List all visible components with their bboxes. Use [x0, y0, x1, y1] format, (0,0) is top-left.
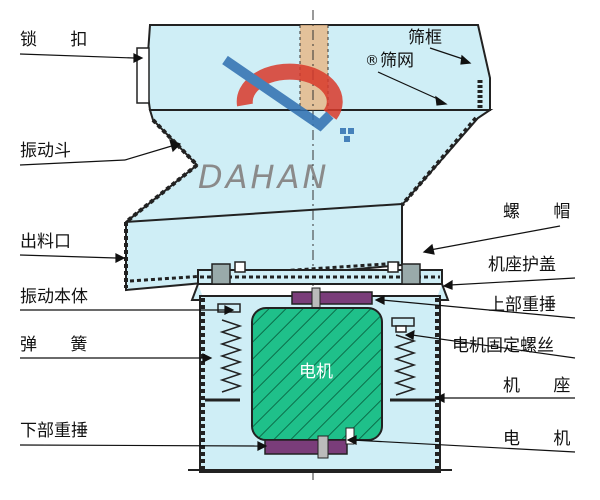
vibration-hopper — [125, 109, 494, 292]
label-nut-cap: 螺 帽 — [503, 202, 585, 222]
leader-lines — [19, 47, 576, 453]
label-screen-mesh: 筛网 — [380, 51, 414, 71]
label-upper-weight: 上部重捶 — [488, 295, 556, 315]
motor-bolt — [395, 325, 407, 333]
upper-weight — [291, 291, 373, 305]
label-base-cover: 机座护盖 — [488, 255, 556, 275]
hopper-right-dashes — [400, 116, 478, 207]
registered-mark: ® — [365, 53, 379, 69]
dahan-logo-mark — [222, 55, 354, 142]
nut-cap-right — [401, 263, 421, 285]
spring-right — [393, 334, 417, 396]
lock-latch — [136, 47, 150, 104]
label-lock: 锁 扣 — [20, 30, 102, 50]
label-lower-weight: 下部重捶 — [20, 421, 88, 441]
outlet-plate — [125, 203, 403, 223]
motor-center-label: 电机 — [299, 362, 333, 382]
label-motor: 电 机 — [503, 429, 585, 449]
label-outlet: 出料口 — [20, 232, 71, 252]
label-motor-bolt: 电机固定螺丝 — [452, 336, 554, 356]
label-screen-frame: 筛框 — [408, 28, 442, 48]
spring-left — [219, 319, 243, 393]
label-spring: 弹 簧 — [20, 335, 102, 355]
label-vibration-hopper: 振动斗 — [20, 141, 71, 161]
label-machine-base: 机 座 — [503, 376, 585, 396]
nut-cap-left — [211, 263, 231, 285]
label-vibration-body: 振动本体 — [20, 287, 88, 307]
logo-brand: DAHAN — [198, 158, 330, 196]
lower-weight — [264, 439, 348, 455]
